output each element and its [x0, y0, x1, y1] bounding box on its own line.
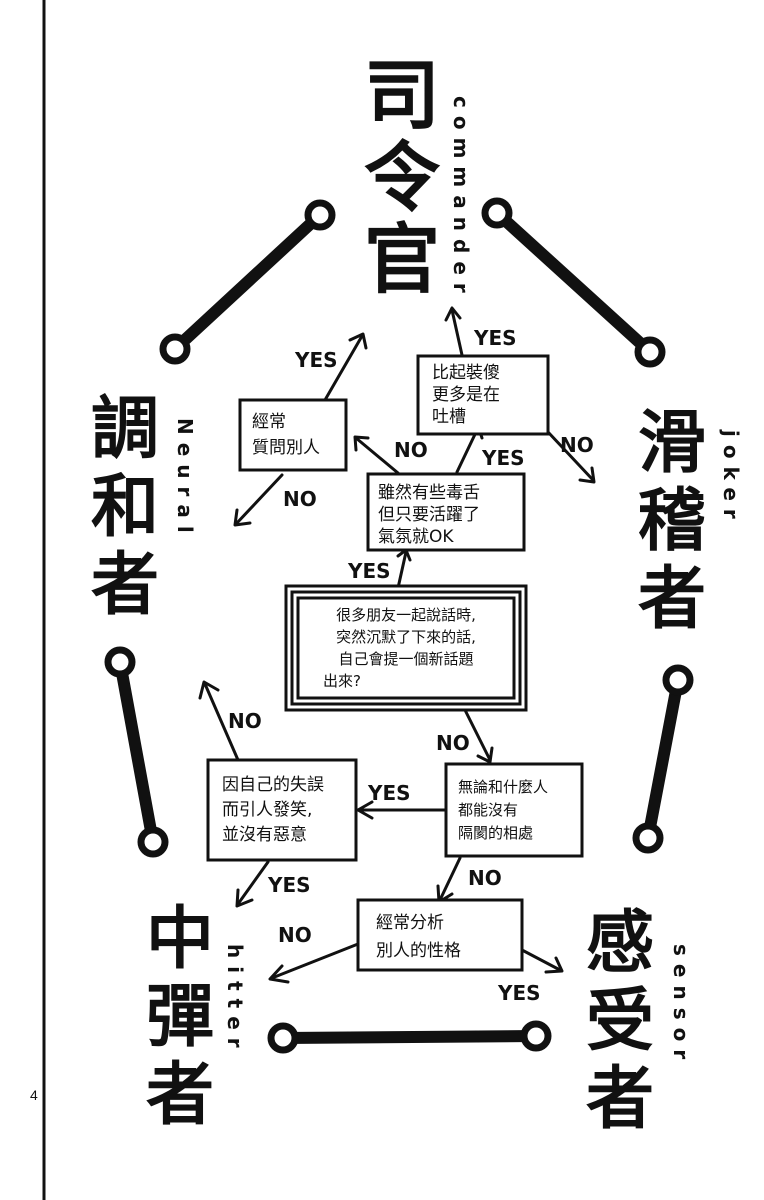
question-start-line-3: 自己會提一個新話題	[338, 650, 473, 668]
arrow-toxic-no	[354, 436, 400, 475]
arrow-ask-yes	[323, 334, 364, 402]
bar-top-right	[481, 197, 666, 368]
question-toxic-line-2: 但只要活躍了	[378, 505, 480, 525]
arrow-mistake-yes	[236, 860, 270, 906]
question-start: 很多朋友一起說話時, 突然沉默了下來的話, 自己會提一個新話題 出來?	[284, 584, 528, 712]
question-mistake: 因自己的失誤 而引人發笑, 並沒有惡意	[206, 758, 358, 862]
sensor-char-1: 感	[586, 903, 654, 983]
label-tsukkomi-no: NO	[560, 433, 594, 457]
label-toxic-yes: YES	[481, 446, 525, 470]
question-start-line-2: 突然沉默了下來的話,	[336, 628, 476, 646]
label-mistake-no: NO	[228, 709, 262, 733]
question-analyze: 經常分析 別人的性格	[356, 898, 524, 972]
question-tsukkomi: 比起裝傻 更多是在 吐槽	[416, 354, 550, 436]
role-sensor: 感 受 者 sensor	[586, 903, 693, 1139]
question-analyze-line-1: 經常分析	[376, 913, 444, 933]
label-ask-yes: YES	[294, 348, 338, 372]
question-toxic: 雖然有些毒舌 但只要活躍了 氣氛就OK	[366, 472, 526, 552]
connector-bars	[104, 197, 694, 1054]
question-start-line-4: 出來?	[323, 672, 361, 690]
label-mistake-yes: YES	[267, 873, 311, 897]
question-tsukkomi-line-3: 吐槽	[432, 407, 466, 427]
question-mistake-line-3: 並沒有惡意	[222, 825, 307, 845]
arrow-anyone-no	[438, 856, 462, 902]
neural-char-2: 和	[91, 467, 159, 547]
label-analyze-no: NO	[278, 923, 312, 947]
arrow-analyze-no	[270, 942, 360, 980]
sensor-english: sensor	[669, 944, 693, 1067]
hitter-char-3: 者	[146, 1055, 214, 1135]
answer-labels: YES NO YES NO YES NO YES NO NO YES YES N…	[228, 326, 594, 1005]
hitter-char-2: 彈	[146, 977, 214, 1057]
neural-char-1: 調	[91, 389, 159, 469]
arrow-start-yes	[396, 550, 408, 590]
commander-english: commander	[449, 96, 473, 301]
neural-english: Neural	[173, 418, 197, 541]
question-toxic-line-1: 雖然有些毒舌	[378, 483, 480, 503]
role-joker: 滑 稽 者 joker	[638, 403, 743, 639]
role-hitter: 中 彈 者 hitter	[146, 899, 247, 1135]
question-anyone: 無論和什麼人 都能沒有 隔閡的相處	[444, 762, 584, 858]
question-mistake-line-1: 因自己的失誤	[222, 775, 324, 795]
question-tsukkomi-line-1: 比起裝傻	[432, 363, 500, 383]
bar-left	[104, 646, 169, 858]
question-mistake-line-2: 而引人發笑,	[222, 800, 312, 820]
question-ask: 經常 質問別人	[238, 398, 348, 472]
joker-char-3: 者	[638, 559, 706, 639]
arrow-start-no	[463, 708, 492, 762]
arrow-ask-no	[234, 473, 284, 526]
label-anyone-yes: YES	[367, 781, 411, 805]
label-ask-no: NO	[283, 487, 317, 511]
joker-char-1: 滑	[638, 403, 706, 483]
commander-char-1: 司	[364, 51, 440, 140]
question-start-line-1: 很多朋友一起說話時,	[336, 606, 476, 624]
label-analyze-yes: YES	[497, 981, 541, 1005]
question-ask-line-2: 質問別人	[252, 438, 320, 458]
joker-english: joker	[719, 429, 743, 527]
question-toxic-line-3: 氣氛就OK	[378, 527, 454, 547]
sensor-char-3: 者	[586, 1059, 654, 1139]
label-toxic-no: NO	[394, 438, 428, 462]
joker-char-2: 稽	[638, 481, 706, 561]
commander-char-2: 令	[364, 133, 441, 222]
question-anyone-line-1: 無論和什麼人	[458, 778, 548, 796]
neural-char-3: 者	[91, 545, 159, 625]
question-anyone-line-2: 都能沒有	[458, 801, 518, 819]
hitter-english: hitter	[223, 944, 247, 1056]
page-number: 4	[30, 1087, 38, 1103]
arrow-analyze-yes	[520, 948, 562, 972]
question-analyze-line-2: 別人的性格	[376, 941, 461, 961]
question-ask-line-1: 經常	[252, 412, 286, 432]
sensor-char-2: 受	[586, 981, 654, 1061]
question-anyone-line-3: 隔閡的相處	[458, 824, 533, 842]
bar-top-left	[159, 199, 336, 365]
arrow-tsukkomi-yes	[450, 308, 464, 357]
label-anyone-no: NO	[468, 866, 502, 890]
question-tsukkomi-line-2: 更多是在	[432, 385, 500, 405]
label-tsukkomi-yes: YES	[473, 326, 517, 350]
label-start-no: NO	[436, 731, 470, 755]
bar-right	[632, 664, 694, 854]
label-start-yes: YES	[347, 559, 391, 583]
role-neural: 調 和 者 Neural	[91, 389, 197, 625]
arrow-mistake-no	[203, 682, 240, 762]
hitter-char-1: 中	[146, 899, 214, 979]
role-commander: 司 令 官 commander	[364, 51, 473, 304]
bar-bottom	[267, 1020, 552, 1054]
arrow-tsukkomi-no	[546, 430, 595, 482]
commander-char-3: 官	[364, 215, 440, 304]
